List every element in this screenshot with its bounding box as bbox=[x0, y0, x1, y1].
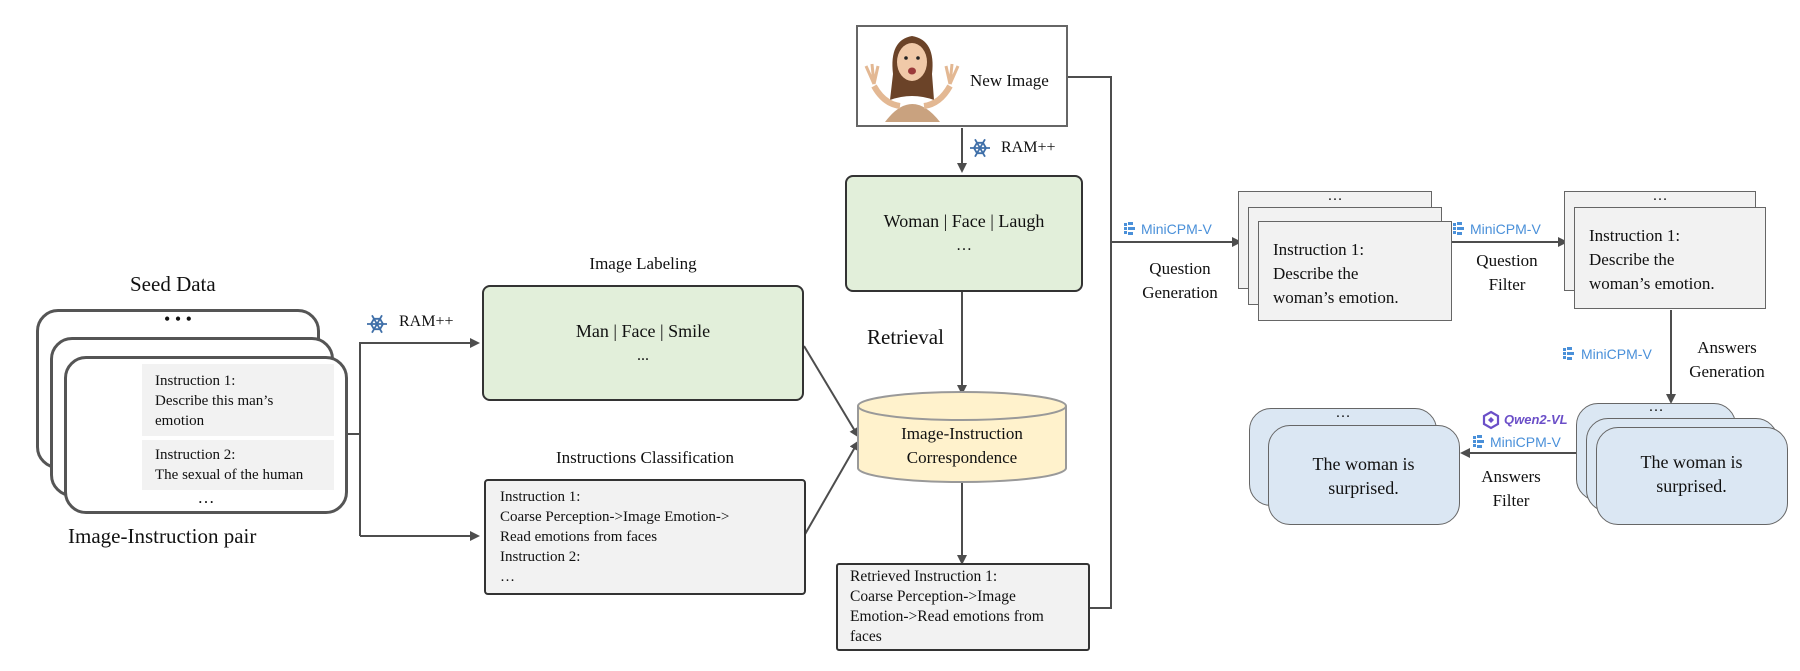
retrieval-label: Retrieval bbox=[867, 325, 944, 349]
seed-instruction-1-box: Instruction 1: Describe this man’s emoti… bbox=[142, 364, 334, 436]
generated-answers-text: The woman is surprised. bbox=[1640, 452, 1743, 496]
ram-label-left: RAM++ bbox=[399, 313, 454, 330]
new-image-tags-more: … bbox=[956, 237, 972, 254]
image-labeling-more: ... bbox=[637, 347, 649, 364]
question-filter-model: MiniCPM-V bbox=[1470, 221, 1541, 237]
seed-dots-top: • • • bbox=[164, 309, 192, 329]
final-answers-dots: … bbox=[1335, 405, 1351, 421]
seed-instruction-1: Instruction 1: Describe this man’s emoti… bbox=[155, 373, 274, 429]
instructions-classification-box: Instruction 1: Coarse Perception->Image … bbox=[484, 479, 806, 595]
minicpm-icon bbox=[1124, 222, 1135, 235]
image-labeling-box: Man | Face | Smile ... bbox=[482, 285, 804, 401]
snowflake-icon bbox=[366, 314, 388, 334]
generated-answers-dots: … bbox=[1648, 399, 1664, 415]
answers-filter-label: Answers Filter bbox=[1481, 467, 1541, 510]
new-image-tags: Woman | Face | Laugh bbox=[883, 211, 1045, 231]
database-label: Image-Instruction Correspondence bbox=[901, 424, 1023, 467]
new-image-label: New Image bbox=[970, 71, 1049, 90]
generated-answers-front: The woman is surprised. bbox=[1596, 427, 1788, 525]
seed-instruction-2-box: Instruction 2: The sexual of the human bbox=[142, 440, 334, 490]
seed-dots-bottom: … bbox=[197, 488, 215, 507]
question-stack-dots: … bbox=[1327, 188, 1343, 204]
minicpm-icon bbox=[1473, 435, 1484, 448]
retrieved-instruction-text: Retrieved Instruction 1: Coarse Percepti… bbox=[850, 568, 1044, 645]
seed-instruction-2: Instruction 2: The sexual of the human bbox=[155, 447, 304, 483]
question-filter-label: Question Filter bbox=[1476, 251, 1538, 294]
question-generation-model: MiniCPM-V bbox=[1141, 221, 1212, 237]
question-generation-label: Question Generation bbox=[1142, 259, 1218, 302]
instructions-classification-title: Instructions Classification bbox=[555, 448, 734, 467]
image-instruction-pair-caption: Image-Instruction pair bbox=[68, 524, 257, 548]
image-labeling-title: Image Labeling bbox=[589, 254, 697, 273]
filtered-question-dots: … bbox=[1652, 188, 1668, 204]
seed-data-title: Seed Data bbox=[130, 272, 216, 296]
ram-label-top: RAM++ bbox=[1001, 139, 1056, 156]
instructions-classification-text: Instruction 1: Coarse Perception->Image … bbox=[500, 489, 730, 585]
retrieved-instruction-box: Retrieved Instruction 1: Coarse Percepti… bbox=[836, 563, 1090, 651]
filtered-question-text: Instruction 1: Describe the woman’s emot… bbox=[1589, 226, 1715, 293]
final-answers-front: The woman is surprised. bbox=[1268, 425, 1460, 525]
question-stack-text: Instruction 1: Describe the woman’s emot… bbox=[1273, 240, 1399, 307]
filtered-question-front: Instruction 1: Describe the woman’s emot… bbox=[1574, 207, 1766, 309]
final-answers-text: The woman is surprised. bbox=[1312, 454, 1415, 498]
snowflake-icon bbox=[969, 138, 991, 158]
new-image-box: New Image bbox=[856, 25, 1068, 127]
answers-filter-model-qwen: Qwen2-VL bbox=[1504, 412, 1568, 427]
image-labeling-tags: Man | Face | Smile bbox=[575, 321, 711, 341]
answers-generation-model: MiniCPM-V bbox=[1581, 346, 1652, 362]
answers-generation-label: Answers Generation bbox=[1689, 338, 1765, 381]
minicpm-icon bbox=[1563, 347, 1574, 360]
woman-photo bbox=[862, 30, 962, 122]
minicpm-icon bbox=[1453, 222, 1464, 235]
question-stack-front: Instruction 1: Describe the woman’s emot… bbox=[1258, 221, 1452, 321]
qwen-icon bbox=[1482, 410, 1500, 430]
database-cylinder bbox=[857, 391, 1067, 483]
answers-filter-model-minicpm: MiniCPM-V bbox=[1490, 434, 1561, 450]
new-image-tags-box: Woman | Face | Laugh … bbox=[845, 175, 1083, 292]
